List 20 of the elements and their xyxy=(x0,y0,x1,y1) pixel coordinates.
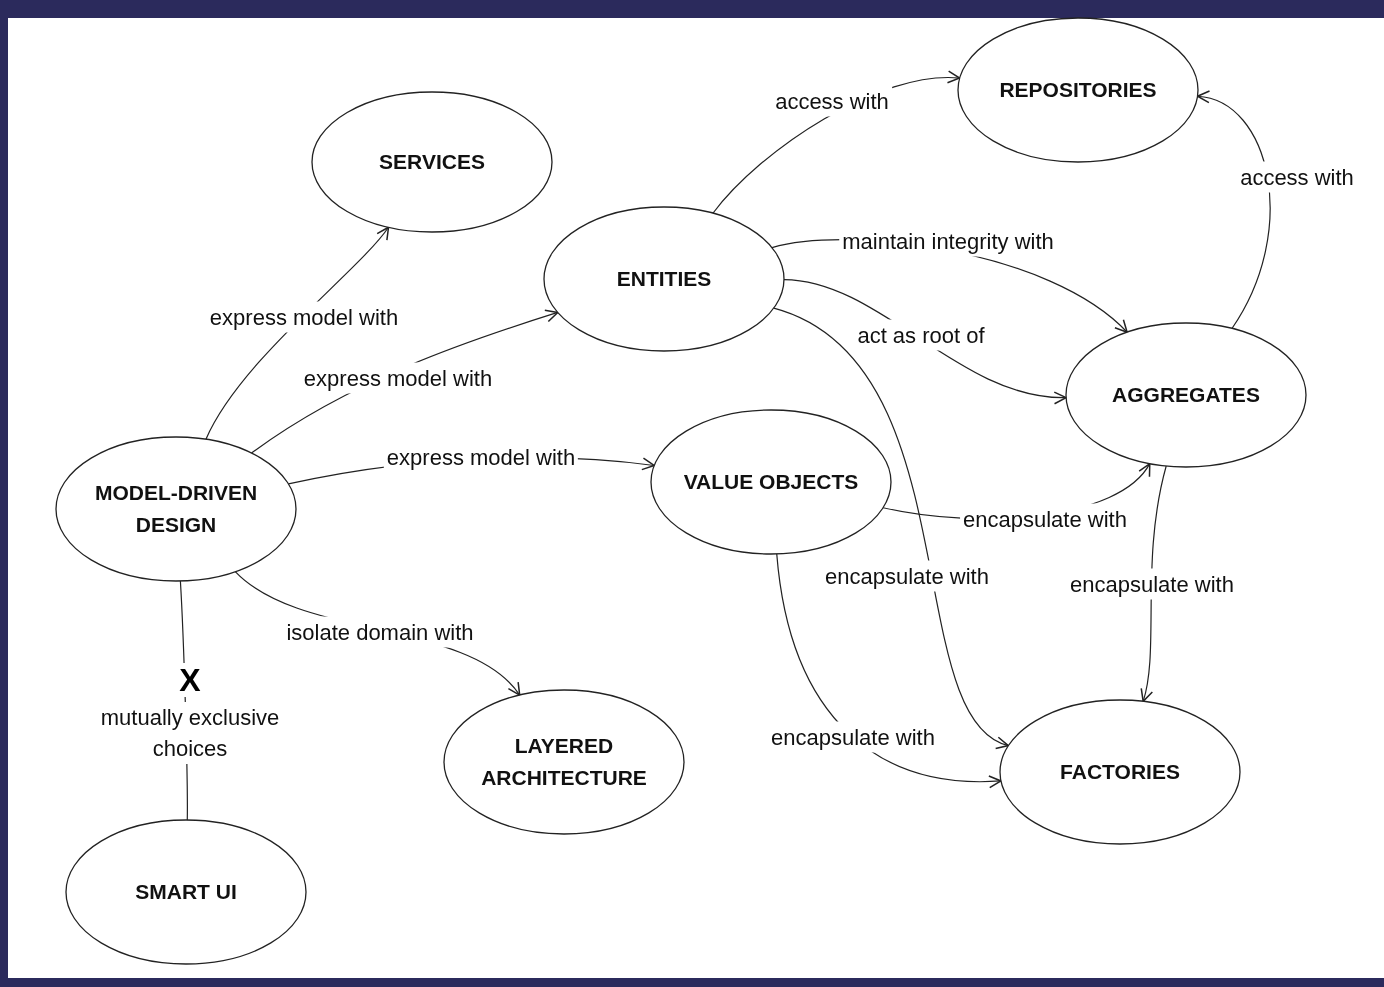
node-label: ENTITIES xyxy=(616,266,712,292)
concept-ellipse xyxy=(444,690,684,834)
node-label: MODEL-DRIVEN DESIGN xyxy=(93,480,259,538)
concept-ellipse xyxy=(312,92,552,232)
concept-ellipse xyxy=(1000,700,1240,844)
cross-mark: X xyxy=(177,663,203,697)
concept-ellipse xyxy=(544,207,784,351)
node-label: REPOSITORIES xyxy=(999,77,1157,103)
concept-ellipse xyxy=(958,18,1198,162)
concept-ellipse xyxy=(66,820,306,964)
node-label: SMART UI xyxy=(135,879,237,905)
concept-ellipse xyxy=(651,410,891,554)
concept-ellipse xyxy=(1066,323,1306,467)
node-label: AGGREGATES xyxy=(1112,382,1260,408)
node-label: FACTORIES xyxy=(1060,759,1180,785)
node-label: LAYERED ARCHITECTURE xyxy=(480,733,648,791)
node-label: SERVICES xyxy=(379,149,485,175)
node-label: VALUE OBJECTS xyxy=(683,469,859,495)
concept-ellipse xyxy=(56,437,296,581)
connector-arrow xyxy=(773,307,1010,747)
